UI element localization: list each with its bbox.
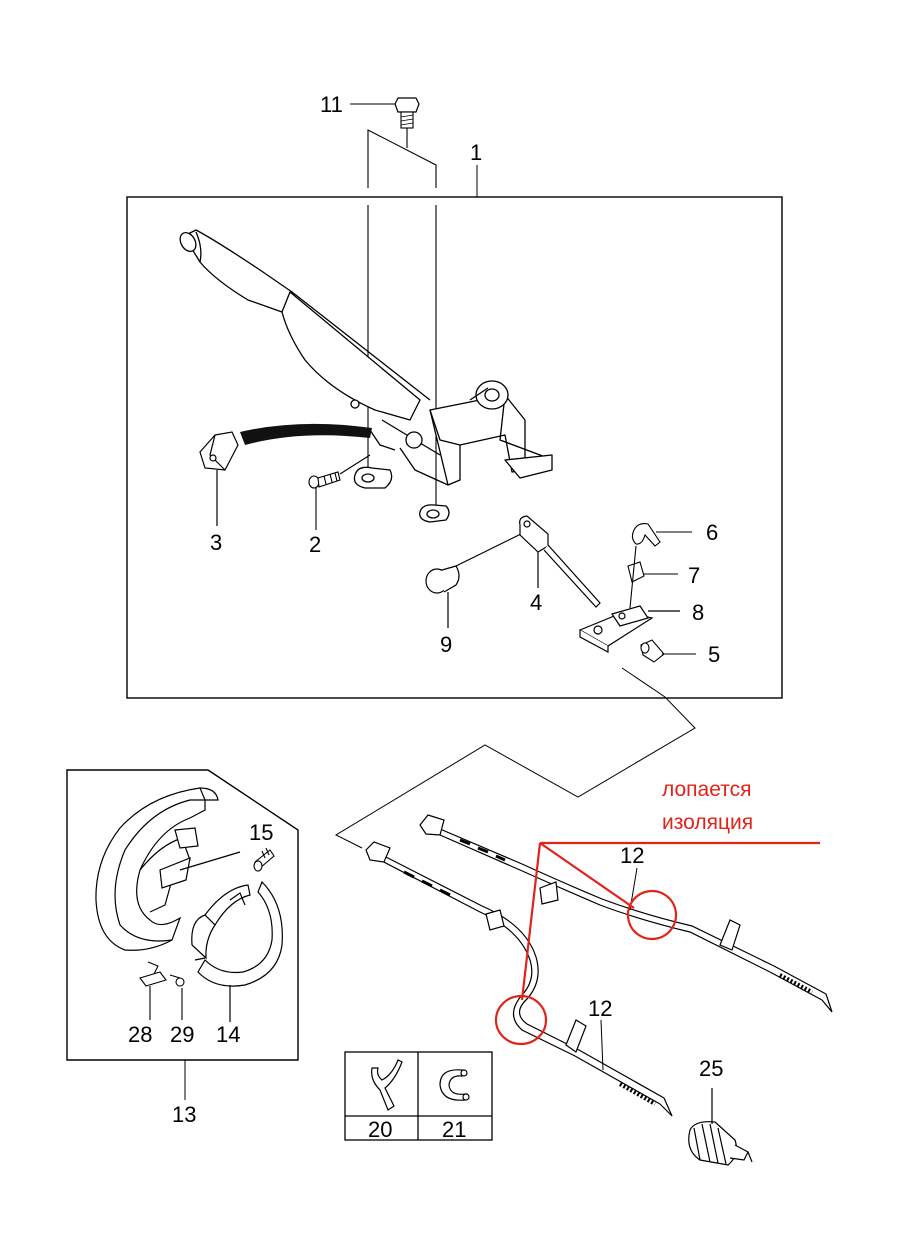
screw-2 (308, 454, 371, 530)
label-4: 4 (530, 590, 542, 615)
label-5: 5 (708, 642, 720, 667)
red-defect-annotation (494, 841, 820, 1046)
label-29: 29 (170, 1022, 194, 1047)
rear-brake-frame (66, 769, 299, 1061)
label-8: 8 (692, 600, 704, 625)
spring-clip-20 (371, 1059, 403, 1111)
hand-brake-lever (179, 229, 553, 523)
label-2: 2 (309, 532, 321, 557)
parts-28-29 (139, 961, 185, 1020)
defect-circle-lower (494, 994, 548, 1046)
bushing-7 (627, 545, 678, 609)
rod-4 (519, 515, 601, 608)
label-21: 21 (442, 1117, 466, 1142)
label-28: 28 (128, 1022, 152, 1047)
label-12-lower: 12 (588, 996, 612, 1021)
e-clip-21 (439, 1069, 470, 1101)
clip-6 (631, 523, 692, 547)
label-3: 3 (210, 530, 222, 555)
label-6: 6 (706, 520, 718, 545)
bolt-11-bracket-leader (367, 128, 437, 510)
boot-25 (688, 1088, 753, 1166)
plate-8 (578, 605, 680, 654)
ratchet-pointer-arrow (240, 423, 372, 445)
label-7: 7 (688, 563, 700, 588)
label-25: 25 (699, 1056, 723, 1081)
grommet-9 (425, 531, 526, 628)
label-15: 15 (249, 820, 273, 845)
label-20: 20 (368, 1117, 392, 1142)
brake-shoes-14 (191, 880, 283, 1022)
label-1: 1 (470, 140, 482, 165)
frame-to-cable-leader (334, 667, 696, 849)
label-11: 11 (320, 92, 343, 117)
backing-plate (95, 787, 241, 951)
label-12-upper: 12 (620, 843, 644, 868)
upper-parking-cable-12 (419, 814, 833, 1013)
lever-assembly-frame (126, 196, 783, 699)
clip-parts-table (344, 1051, 493, 1141)
pawl-3 (199, 431, 239, 526)
annotation-line-1: лопается (662, 778, 751, 801)
annotation-line-2: изоляция (662, 811, 753, 834)
lower-parking-cable-12 (365, 841, 673, 1117)
bolt-11 (350, 97, 420, 129)
screw-15 (253, 847, 275, 872)
nut-5 (640, 639, 696, 663)
label-9: 9 (440, 632, 452, 657)
defect-circle-upper (626, 889, 678, 941)
leader-12-lower (600, 1019, 604, 1071)
label-13: 13 (172, 1102, 196, 1127)
label-14: 14 (216, 1022, 240, 1047)
